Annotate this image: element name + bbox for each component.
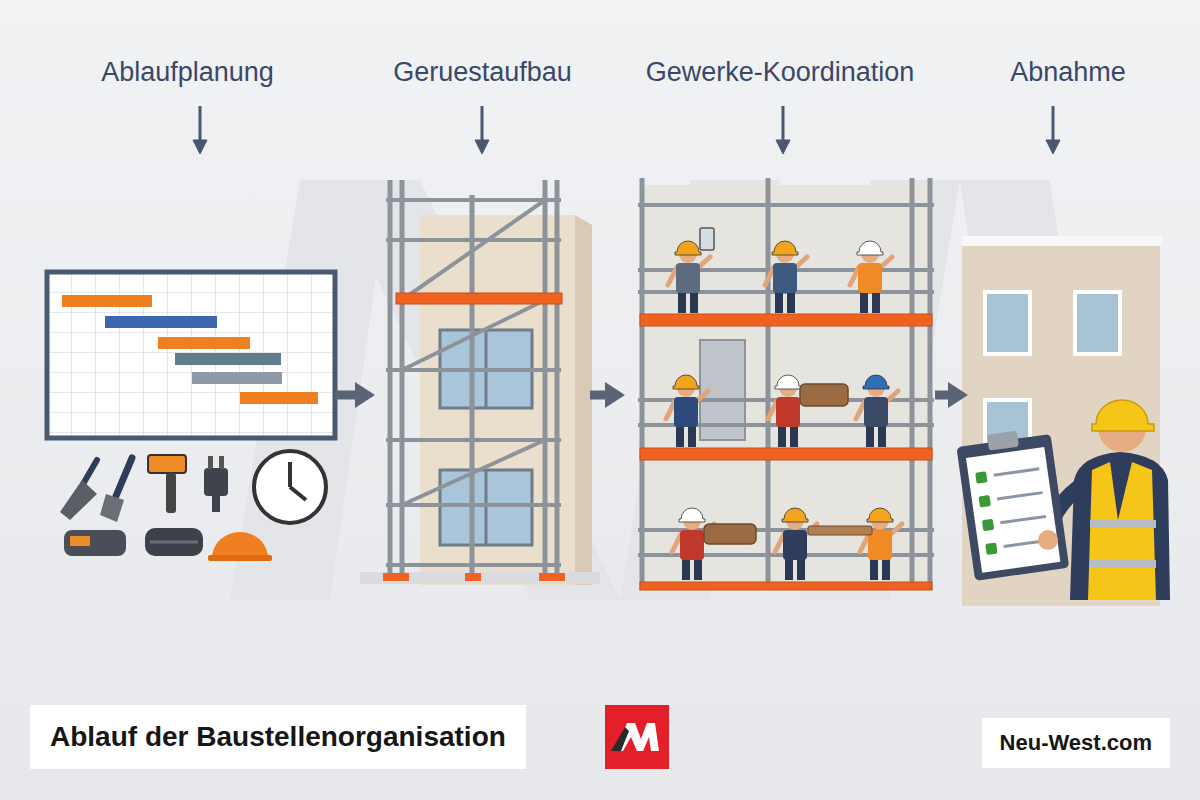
gantt-chart bbox=[47, 272, 335, 438]
brand-logo bbox=[605, 705, 669, 769]
workers bbox=[666, 228, 902, 580]
process-stage: Ablaufplanung bbox=[40, 40, 335, 600]
tool-icons bbox=[60, 451, 326, 561]
coordination-scaffold bbox=[638, 178, 934, 590]
inspector-figure bbox=[955, 400, 1170, 600]
process-stage: Gewerke-Koordination bbox=[625, 40, 935, 600]
stage-heading: Gewerke-Koordination bbox=[625, 40, 935, 88]
scaffold-building bbox=[360, 215, 600, 585]
process-stage: Abnahme bbox=[968, 40, 1168, 600]
website-label: Neu-West.com bbox=[982, 718, 1170, 768]
down-arrows bbox=[193, 106, 1060, 154]
flow-arrow bbox=[590, 391, 605, 400]
stage-heading: Abnahme bbox=[968, 40, 1168, 88]
flow-arrow bbox=[935, 391, 948, 400]
diagram-title: Ablauf der Baustellenorganisation bbox=[30, 705, 526, 769]
process-stage: Geruestaufbau bbox=[375, 40, 590, 600]
flow-arrow bbox=[335, 391, 355, 400]
stage-heading: Ablaufplanung bbox=[40, 40, 335, 88]
scaffold-frame bbox=[383, 180, 565, 581]
stage-heading: Geruestaufbau bbox=[375, 40, 590, 88]
